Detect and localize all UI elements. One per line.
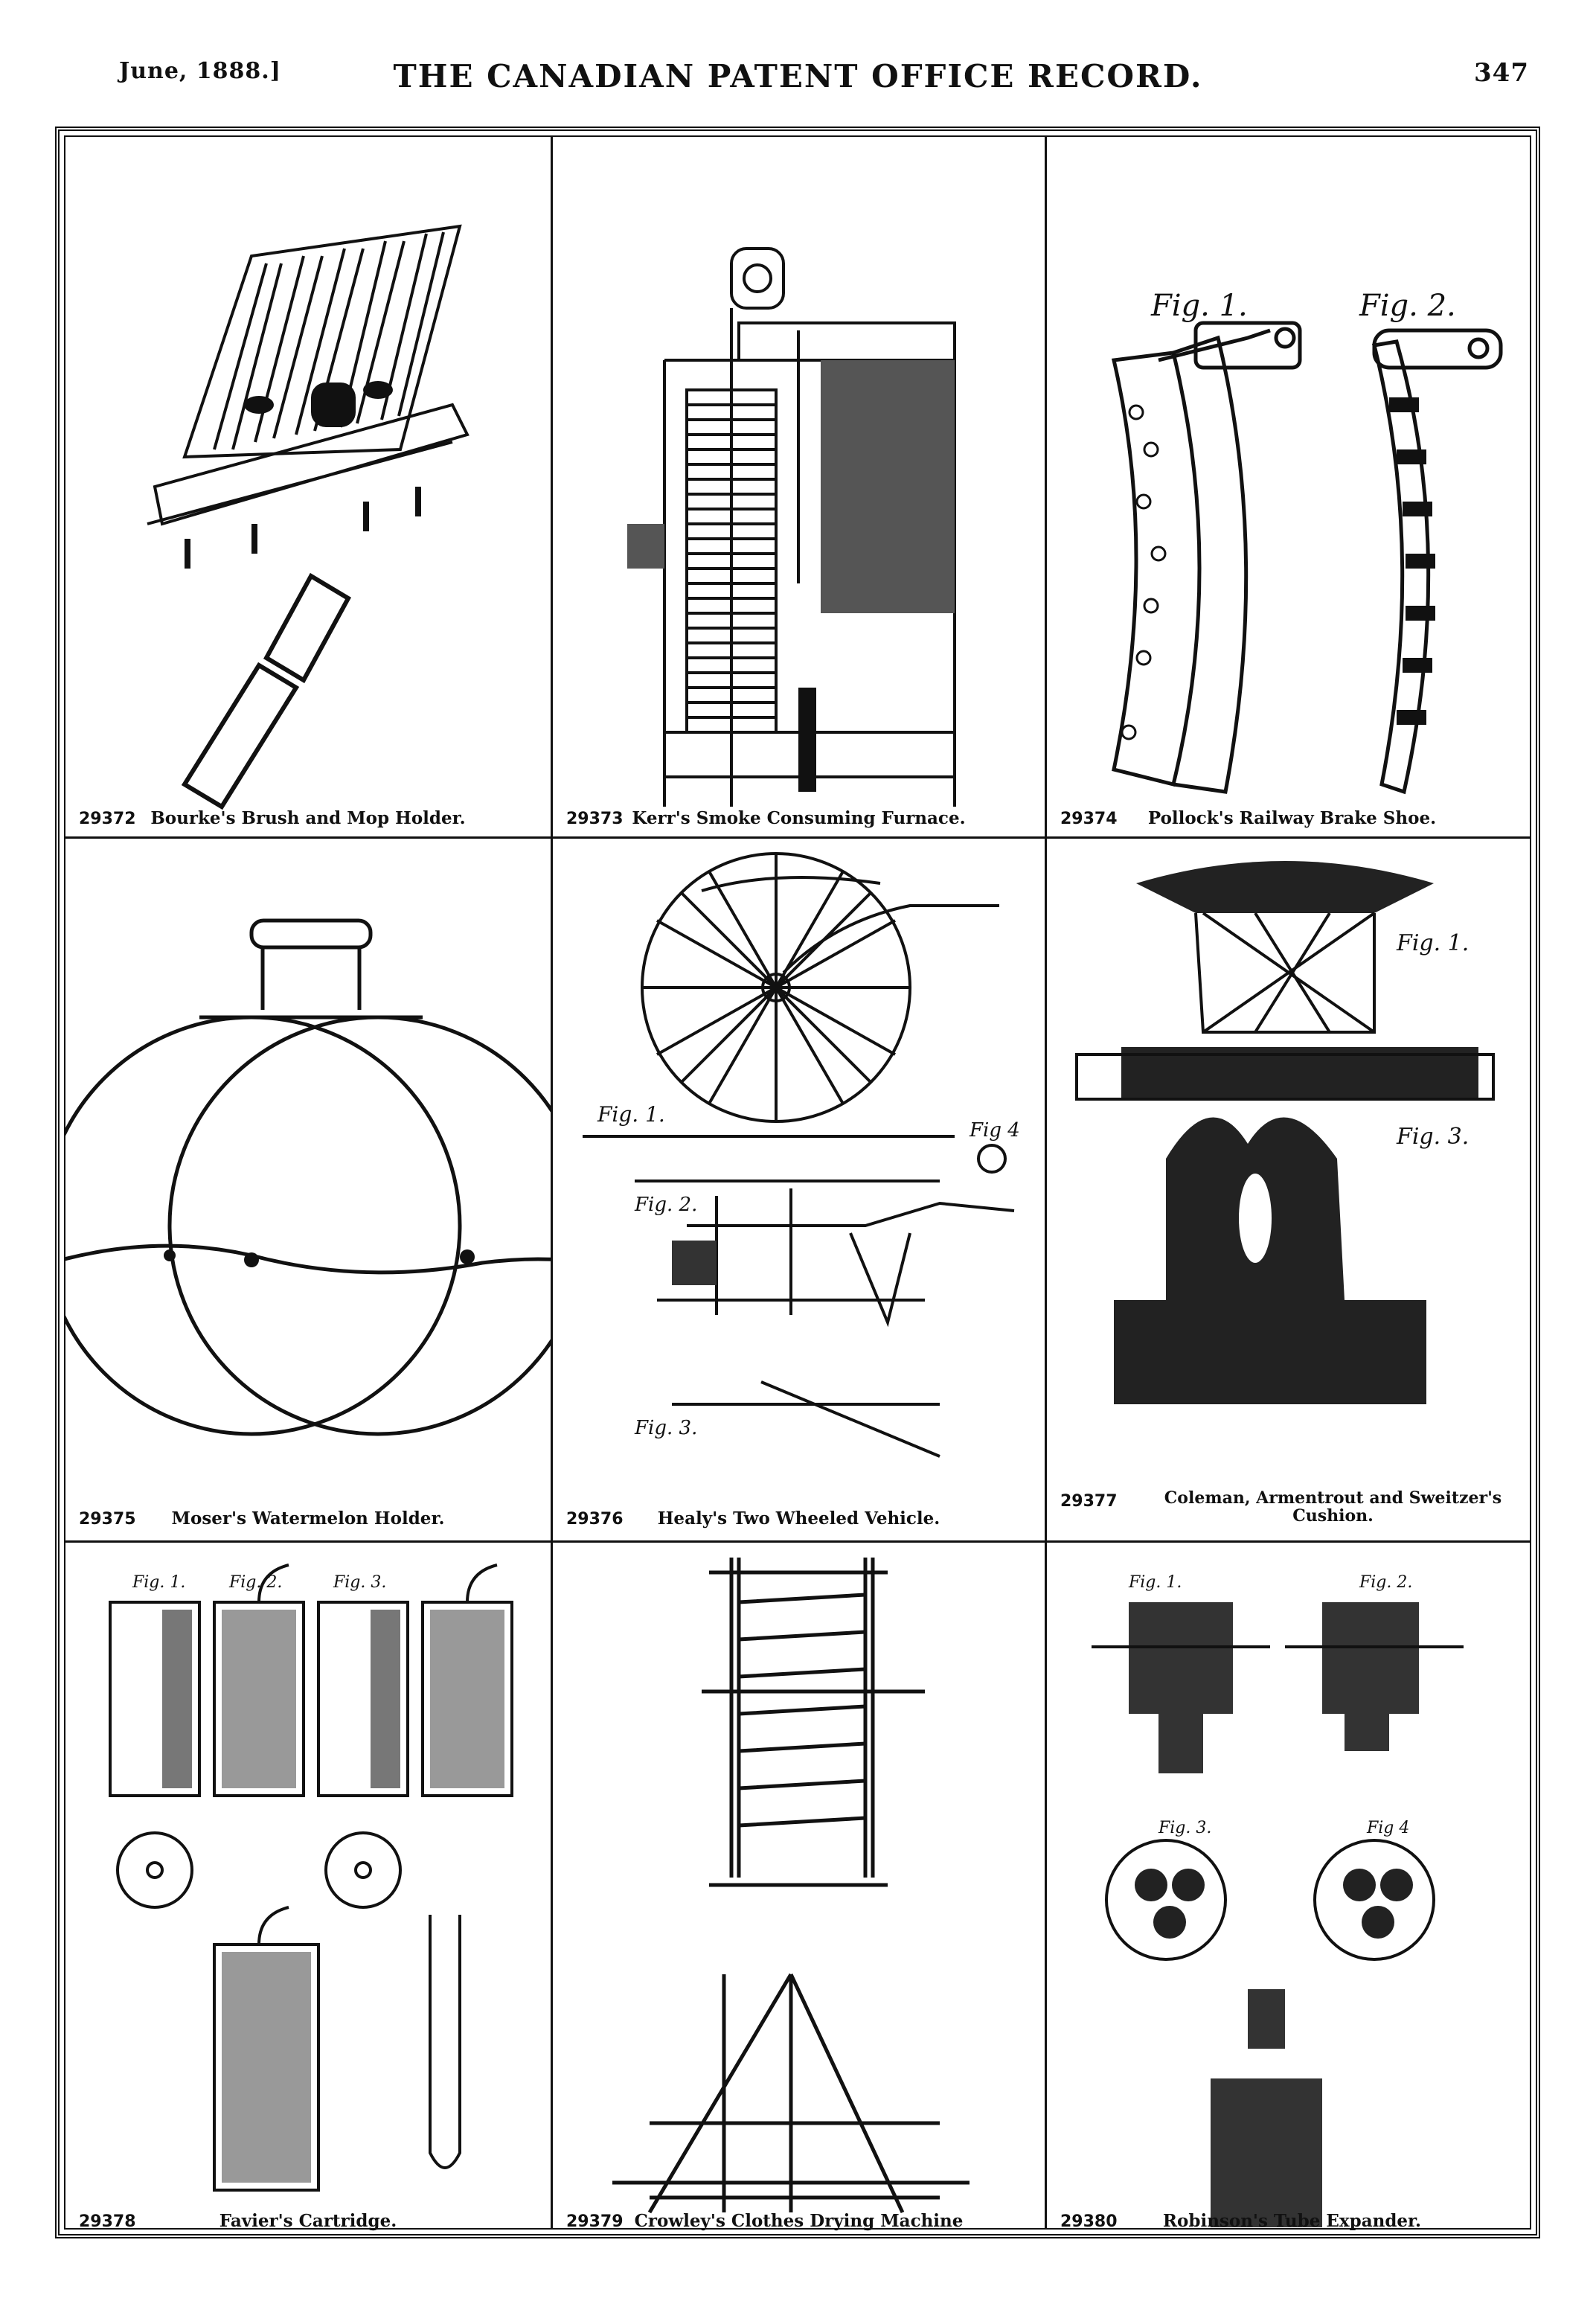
patent-number: 29378 xyxy=(79,2212,136,2231)
patent-title: Bourke's Brush and Mop Holder. xyxy=(150,808,466,828)
patent-number: 29379 xyxy=(566,2212,624,2231)
brake-shoe-drawing: Fig. 1. Fig. 2. xyxy=(1111,289,1503,795)
column-divider xyxy=(1045,137,1047,2228)
row-divider xyxy=(65,836,1530,839)
patent-number: 29377 xyxy=(1060,1492,1118,1511)
plate-29379-clothes-dryer: 29379 Crowley's Clothes Drying Machine xyxy=(553,1543,1045,2240)
cushion-drawing: Fig. 1. Fig. 3. xyxy=(1075,861,1495,1404)
figure-label: Fig. 3. xyxy=(333,1573,386,1592)
plate-29376: Fig. 1. Fig. 2. Fig. 3. Fig 4 29376 Heal… xyxy=(553,839,1045,1540)
cartridge-drawing: Fig. 1. Fig. 2. Fig. 3. xyxy=(109,1564,513,2192)
vehicle-drawing: Fig. 1. Fig. 2. Fig. 3. Fig 4 xyxy=(583,852,1020,1458)
patent-title: Crowley's Clothes Drying Machine xyxy=(634,2211,964,2231)
figure-label: Fig. 1. xyxy=(597,1102,665,1127)
patent-title: Robinson's Tube Expander. xyxy=(1162,2211,1422,2231)
clothes-dryer-drawing xyxy=(612,1558,970,2214)
plate-29373: 29373 Kerr's Smoke Consuming Furnace. xyxy=(553,137,1045,836)
figure-label: Fig. 1. xyxy=(1128,1573,1182,1592)
running-date: June, 1888.] xyxy=(119,58,281,84)
patent-number: 29376 xyxy=(566,1510,624,1529)
figure-label: Fig. 3. xyxy=(1158,1819,1211,1837)
plate-29377: Fig. 1. Fig. 3. 29377 Coleman, Armentrou… xyxy=(1047,839,1537,1540)
figure-label: Fig 4 xyxy=(1366,1819,1409,1837)
plate-29372: 29372 Bourke's Brush and Mop Holder. xyxy=(65,137,551,836)
figure-label: Fig. 1. xyxy=(132,1573,185,1592)
plate-29380-tube-expander: Fig. 1. Fig. 2. Fig. 3. Fig 4 29380 Robi… xyxy=(1047,1543,1537,2240)
figure-label: Fig. 1. xyxy=(1396,930,1469,956)
patent-title: Pollock's Railway Brake Shoe. xyxy=(1147,808,1437,828)
figure-label: Fig 4 xyxy=(969,1119,1020,1142)
patent-number: 29375 xyxy=(79,1510,136,1529)
watermelon-holder-drawing xyxy=(65,918,551,1436)
patent-title: Favier's Cartridge. xyxy=(219,2211,397,2231)
brush-mop-holder-drawing xyxy=(147,224,469,810)
figure-label: Fig. 2. xyxy=(228,1573,282,1592)
plate-29374: Fig. 1. Fig. 2. xyxy=(1047,137,1537,836)
column-divider xyxy=(551,137,553,2228)
patent-title: Kerr's Smoke Consuming Furnace. xyxy=(632,808,966,828)
running-title: THE CANADIAN PATENT OFFICE RECORD. xyxy=(393,58,1203,95)
figure-label: Fig. 2. xyxy=(1359,1573,1412,1592)
plate-29378-cartridge: Fig. 1. Fig. 2. Fig. 3. 29378 Favier's C… xyxy=(65,1543,551,2240)
patent-number: 29380 xyxy=(1060,2212,1118,2231)
figure-label: Fig. 2. xyxy=(1359,289,1456,323)
patent-number: 29373 xyxy=(566,810,624,828)
figure-label: Fig. 3. xyxy=(1396,1124,1469,1150)
figure-label: Fig. 3. xyxy=(634,1417,697,1439)
patent-number: 29374 xyxy=(1060,810,1118,828)
patent-number: 29372 xyxy=(79,810,136,828)
plates-frame: 29372 Bourke's Brush and Mop Holder. xyxy=(55,127,1540,2238)
figure-label: Fig. 1. xyxy=(1150,289,1248,323)
page-number: 347 xyxy=(1474,58,1529,88)
row-divider xyxy=(65,1540,1530,1543)
patent-title: Healy's Two Wheeled Vehicle. xyxy=(657,1508,940,1529)
plates-grid: 29372 Bourke's Brush and Mop Holder. xyxy=(64,135,1531,2231)
tube-expander-drawing: Fig. 1. Fig. 2. Fig. 3. Fig 4 xyxy=(1092,1573,1464,2227)
plate-29375: 29375 Moser's Watermelon Holder. xyxy=(65,839,551,1540)
patent-title: Coleman, Armentrout and Sweitzer's Cushi… xyxy=(1164,1488,1502,1526)
figure-label: Fig. 2. xyxy=(634,1194,697,1216)
patent-title: Moser's Watermelon Holder. xyxy=(171,1508,445,1529)
furnace-drawing xyxy=(627,247,956,807)
